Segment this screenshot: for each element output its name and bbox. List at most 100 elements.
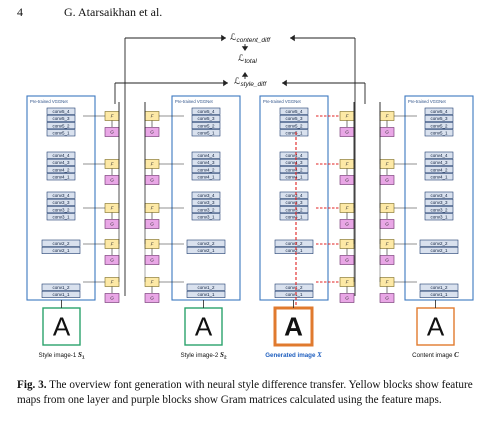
conv-label-style2: conv5_3	[197, 116, 215, 121]
conv-label-generated: conv1_1	[285, 292, 303, 297]
conv-layer-content	[424, 206, 454, 214]
gram-matrix-label: G	[345, 296, 349, 301]
conv-layer-generated	[279, 129, 309, 137]
conv-layer-content	[424, 122, 454, 130]
style-loss-arrow-right	[282, 79, 287, 87]
figure-label: Fig. 3.	[17, 379, 47, 391]
conv-layer-content	[424, 198, 454, 206]
conv-label-generated: conv5_1	[285, 131, 303, 136]
conv-label-content: conv5_1	[430, 131, 448, 136]
feature-map-label: F	[111, 242, 115, 247]
feature-map-label: F	[111, 280, 115, 285]
conv-layer-style1	[41, 290, 81, 298]
gram-matrix-block	[339, 293, 355, 303]
conv-layer-style2	[191, 122, 221, 130]
conv-layer-style1	[46, 206, 76, 214]
conv-label-style2: conv3_2	[197, 207, 215, 212]
conv-label-style2: conv1_2	[197, 285, 215, 290]
network-title-generated: Pre-trained VGGNet	[263, 99, 302, 104]
conv-label-style1: conv1_1	[52, 292, 70, 297]
conv-layer-style1	[46, 166, 76, 174]
conv-layer-generated	[279, 206, 309, 214]
conv-layer-content	[424, 114, 454, 122]
gram-matrix-label: G	[150, 258, 154, 263]
feature-map-label: F	[346, 280, 350, 285]
conv-layer-style2	[191, 151, 221, 159]
gram-matrix-label: G	[345, 222, 349, 227]
conv-label-style1: conv5_2	[52, 123, 70, 128]
conv-label-content: conv3_2	[430, 207, 448, 212]
conv-label-style1: conv3_1	[52, 215, 70, 220]
conv-layer-generated	[279, 198, 309, 206]
feature-map-label: F	[151, 162, 155, 167]
feature-map-label: F	[386, 242, 390, 247]
conv-label-style1: conv1_2	[52, 285, 70, 290]
input-image-label: Generated image X	[265, 351, 322, 359]
conv-label-style2: conv4_3	[197, 160, 215, 165]
feature-map-label: F	[346, 114, 350, 119]
conv-label-generated: conv4_2	[285, 167, 303, 172]
total-loss-label: ℒtotal	[238, 53, 257, 65]
conv-layer-style1	[46, 173, 76, 181]
gram-matrix-label: G	[150, 130, 154, 135]
conv-layer-content	[424, 151, 454, 159]
content-loss-arrow-right	[290, 34, 295, 42]
content-loss-arrow-left	[221, 34, 226, 42]
conv-label-generated: conv2_1	[285, 248, 303, 253]
conv-label-content: conv4_3	[430, 160, 448, 165]
conv-label-style1: conv2_1	[52, 248, 70, 253]
conv-layer-style1	[46, 158, 76, 166]
conv-layer-style2	[191, 173, 221, 181]
conv-label-style2: conv2_2	[197, 241, 215, 246]
conv-layer-generated	[274, 239, 314, 247]
conv-label-style1: conv4_2	[52, 167, 70, 172]
conv-layer-generated	[279, 151, 309, 159]
running-authors: G. Atarsaikhan et al.	[64, 5, 163, 19]
conv-layer-style2	[186, 246, 226, 254]
style-loss-arrow-left	[223, 79, 228, 87]
conv-layer-content	[419, 283, 459, 291]
conv-layer-style1	[41, 283, 81, 291]
conv-label-content: conv4_2	[430, 167, 448, 172]
conv-layer-generated	[274, 283, 314, 291]
conv-label-style1: conv3_3	[52, 200, 70, 205]
conv-label-content: conv1_2	[430, 285, 448, 290]
feature-map-label: F	[151, 206, 155, 211]
conv-layer-style2	[191, 158, 221, 166]
conv-label-content: conv3_3	[430, 200, 448, 205]
conv-label-generated: conv4_4	[285, 153, 303, 158]
conv-label-style2: conv1_1	[197, 292, 215, 297]
conv-layer-style2	[191, 213, 221, 221]
conv-layer-content	[424, 158, 454, 166]
conv-layer-style1	[46, 151, 76, 159]
gram-matrix-block	[379, 293, 395, 303]
conv-label-style2: conv5_1	[197, 131, 215, 136]
conv-layer-content	[424, 107, 454, 115]
gram-matrix-block	[144, 293, 160, 303]
feature-map-label: F	[386, 280, 390, 285]
conv-layer-generated	[279, 114, 309, 122]
feature-map-label: F	[151, 114, 155, 119]
conv-label-style2: conv5_4	[197, 109, 215, 114]
conv-layer-generated	[279, 173, 309, 181]
conv-label-style1: conv4_1	[52, 175, 70, 180]
gram-matrix-label: G	[345, 130, 349, 135]
conv-layer-style1	[46, 198, 76, 206]
gram-matrix-label: G	[385, 258, 389, 263]
conv-layer-style1	[46, 129, 76, 137]
feature-map-label: F	[386, 206, 390, 211]
feature-map-label: F	[111, 206, 115, 211]
conv-label-content: conv5_2	[430, 123, 448, 128]
conv-label-content: conv4_4	[430, 153, 448, 158]
caption-text: The overview font generation with neural…	[17, 379, 473, 406]
glyph-letter: A	[53, 312, 71, 342]
feature-map-label: F	[151, 242, 155, 247]
gram-matrix-label: G	[110, 258, 114, 263]
conv-label-generated: conv5_3	[285, 116, 303, 121]
gram-matrix-block	[104, 293, 120, 303]
conv-label-content: conv2_1	[430, 248, 448, 253]
conv-layer-generated	[274, 290, 314, 298]
conv-layer-style2	[191, 198, 221, 206]
feature-map-label: F	[111, 162, 115, 167]
input-image-label: Content image C	[412, 351, 459, 359]
